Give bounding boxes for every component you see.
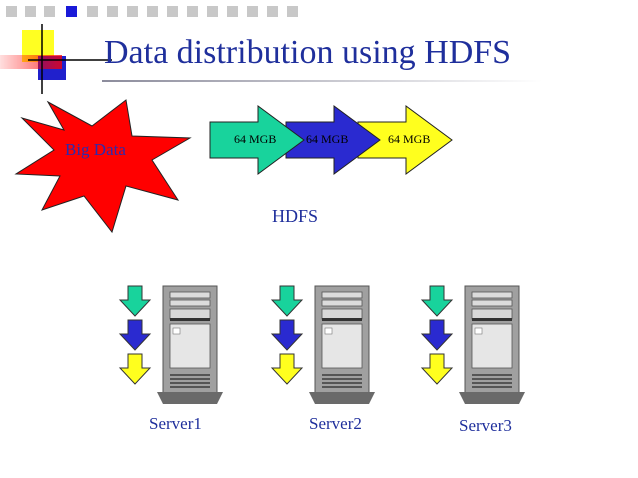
drive-bay xyxy=(169,291,211,299)
block-label: 64 MGB xyxy=(388,132,431,146)
vent-line xyxy=(170,374,210,376)
chunk-arrow xyxy=(118,285,152,317)
power-button xyxy=(172,327,181,335)
block-arrow-1 xyxy=(209,105,305,175)
drive-slot xyxy=(472,318,512,321)
decorative-square xyxy=(127,6,138,17)
vent-line xyxy=(322,378,362,380)
drive-bay xyxy=(169,308,211,320)
drive-bay xyxy=(471,299,513,307)
chunk-arrow xyxy=(420,353,454,385)
decorative-square xyxy=(66,6,77,17)
decorative-square xyxy=(147,6,158,17)
server-base xyxy=(459,392,525,404)
title-underline xyxy=(102,80,542,82)
chunk-arrow xyxy=(118,353,152,385)
chunk-arrow xyxy=(118,319,152,351)
chunk-arrow xyxy=(270,319,304,351)
big-data-burst xyxy=(14,99,192,234)
vent-line xyxy=(322,374,362,376)
drive-slot xyxy=(322,318,362,321)
block-arrows xyxy=(209,105,453,175)
decorative-square xyxy=(287,6,298,17)
block-label: 64 MGB xyxy=(306,132,349,146)
page-title: Data distribution using HDFS xyxy=(104,34,512,71)
decorative-square xyxy=(25,6,36,17)
server-label: Server1 xyxy=(149,414,202,433)
big-data-label: Big Data xyxy=(65,140,126,159)
drive-bay xyxy=(321,291,363,299)
chunk-arrow xyxy=(420,285,454,317)
block-label: 64 MGB xyxy=(234,132,277,146)
vent-line xyxy=(472,378,512,380)
chunk-arrow xyxy=(420,319,454,351)
server-base xyxy=(157,392,223,404)
corner-logo-icon xyxy=(0,24,112,94)
vent-line xyxy=(170,382,210,384)
decorative-square xyxy=(187,6,198,17)
drive-bay xyxy=(471,291,513,299)
drive-bay xyxy=(169,299,211,307)
server-unit xyxy=(270,285,375,404)
server-unit xyxy=(420,285,525,404)
chunk-arrow xyxy=(270,353,304,385)
server-unit xyxy=(118,285,223,404)
vent-line xyxy=(170,386,210,388)
vent-line xyxy=(322,382,362,384)
server-base xyxy=(309,392,375,404)
vent-line xyxy=(472,386,512,388)
vent-line xyxy=(170,378,210,380)
vent-line xyxy=(322,386,362,388)
decorative-square xyxy=(207,6,218,17)
block-arrow-3 xyxy=(357,105,453,175)
decorative-square xyxy=(44,6,55,17)
drive-bay xyxy=(471,308,513,320)
drive-bay xyxy=(321,299,363,307)
server-label: Server2 xyxy=(309,414,362,433)
decorative-square xyxy=(247,6,258,17)
decorative-squares xyxy=(0,6,300,22)
decorative-square xyxy=(227,6,238,17)
drive-bay xyxy=(321,308,363,320)
power-button xyxy=(474,327,483,335)
power-button xyxy=(324,327,333,335)
hdfs-label: HDFS xyxy=(272,206,319,226)
drive-slot xyxy=(170,318,210,321)
decorative-square xyxy=(87,6,98,17)
block-arrow-2 xyxy=(285,105,381,175)
vent-line xyxy=(472,382,512,384)
chunk-arrow xyxy=(270,285,304,317)
server-label: Server3 xyxy=(459,416,512,435)
vent-line xyxy=(472,374,512,376)
decorative-square xyxy=(6,6,17,17)
decorative-square xyxy=(267,6,278,17)
decorative-square xyxy=(107,6,118,17)
decorative-square xyxy=(167,6,178,17)
